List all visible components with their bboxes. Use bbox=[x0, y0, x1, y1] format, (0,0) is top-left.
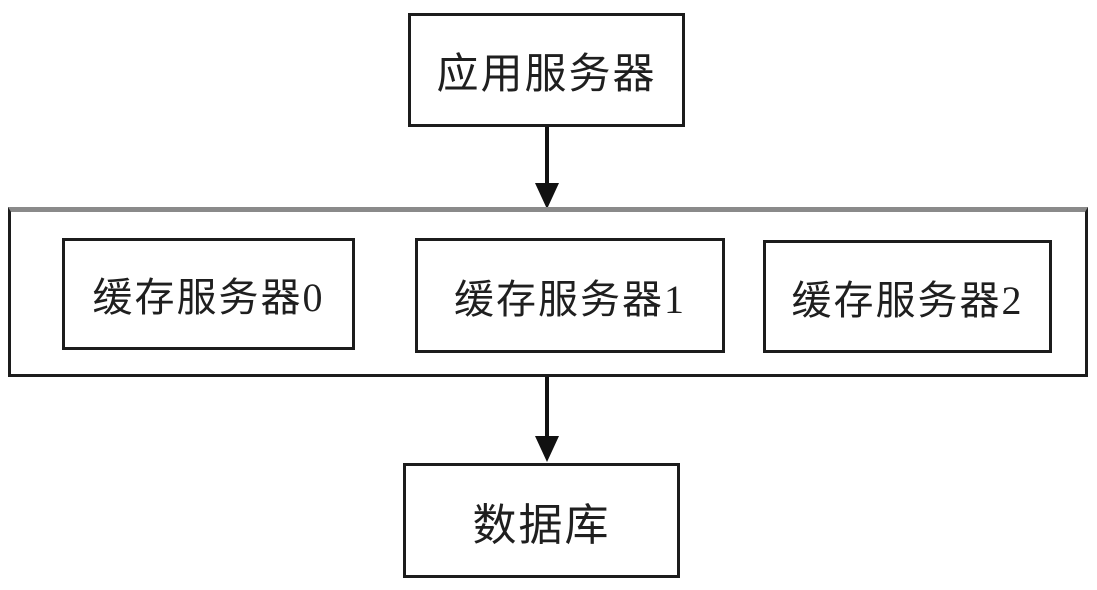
cache-server-2-label: 缓存服务器2 bbox=[791, 277, 1024, 323]
cache-server-0-label: 缓存服务器0 bbox=[92, 275, 325, 320]
cache-server-1-box: 缓存服务器1 bbox=[415, 238, 725, 353]
cache-server-2-box: 缓存服务器2 bbox=[763, 240, 1052, 353]
cache-cluster-box: 缓存服务器0 缓存服务器1 缓存服务器2 bbox=[8, 207, 1088, 377]
arrow-head-icon bbox=[535, 183, 559, 209]
arrow-cluster-to-database bbox=[535, 377, 559, 462]
app-server-box: 应用服务器 bbox=[408, 13, 685, 127]
database-box: 数据库 bbox=[403, 463, 680, 578]
arrow-head-icon bbox=[535, 436, 559, 462]
cache-server-1-label: 缓存服务器1 bbox=[454, 276, 686, 322]
arrow-shaft bbox=[545, 377, 549, 437]
app-server-label: 应用服务器 bbox=[436, 51, 657, 98]
arrow-shaft bbox=[545, 127, 549, 185]
arrow-app-to-cluster bbox=[535, 127, 559, 209]
database-label: 数据库 bbox=[472, 500, 611, 550]
cache-server-0-box: 缓存服务器0 bbox=[62, 238, 355, 350]
